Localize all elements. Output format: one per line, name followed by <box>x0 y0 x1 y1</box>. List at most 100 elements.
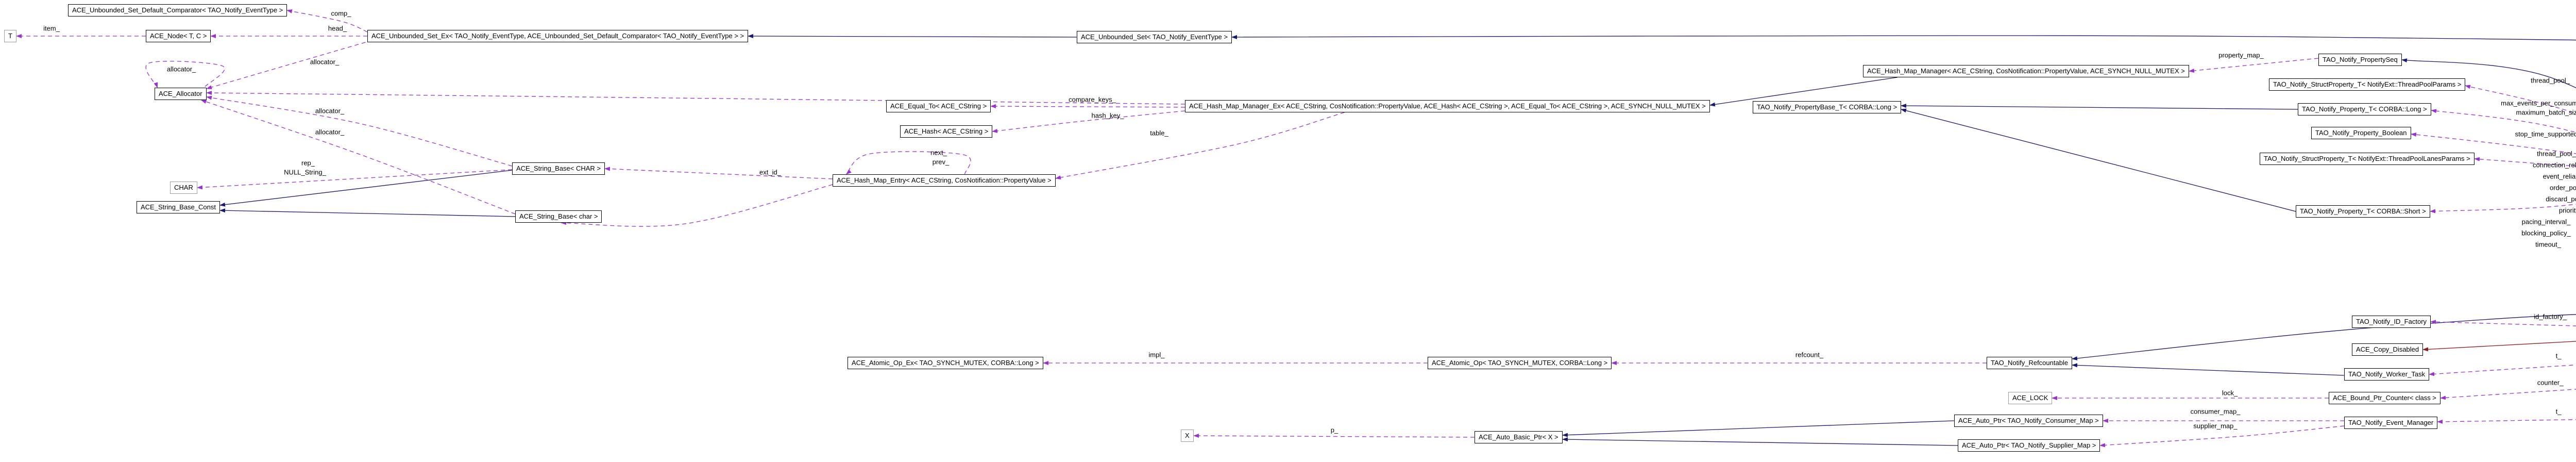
class-node-allocator[interactable]: ACE_Allocator <box>155 88 207 100</box>
edge-label: max_events_per_consumer_ <box>2501 99 2576 107</box>
edge-label: id_factory_ <box>2534 312 2567 321</box>
edge-label: discard_policy_ <box>2546 195 2576 203</box>
edge <box>219 170 513 207</box>
class-node-prop_short[interactable]: TAO_Notify_Property_T< CORBA::Short > <box>2296 205 2430 218</box>
edge <box>561 184 833 227</box>
class-node-sprop_tplp[interactable]: TAO_Notify_StructProperty_T< NotifyExt::… <box>2260 153 2475 165</box>
edge-label: property_map_ <box>2218 51 2264 59</box>
edge-label: order_policy_ <box>2549 184 2576 192</box>
edge <box>1562 437 1958 446</box>
class-node-auto_basic_ptr[interactable]: ACE_Auto_Basic_Ptr< X > <box>1475 431 1563 443</box>
edge-label: connection_reliability_ <box>2533 161 2576 169</box>
edge <box>2411 133 2576 154</box>
class-node-ace_lock[interactable]: ACE_LOCK <box>2008 392 2053 404</box>
class-node-hmm_ex[interactable]: ACE_Hash_Map_Manager_Ex< ACE_CString, Co… <box>1185 100 1710 112</box>
edge <box>2429 365 2576 376</box>
class-node-equal_to[interactable]: ACE_Equal_To< ACE_CString > <box>886 100 991 112</box>
class-node-hmm[interactable]: ACE_Hash_Map_Manager< ACE_CString, CosNo… <box>1863 65 2189 77</box>
class-node-hash[interactable]: ACE_Hash< ACE_CString > <box>900 125 993 138</box>
class-node-event_manager[interactable]: TAO_Notify_Event_Manager <box>2344 417 2438 429</box>
edge-label: maximum_batch_size_ <box>2516 108 2576 117</box>
class-node-T[interactable]: T <box>4 30 16 42</box>
class-node-sprop_tpp[interactable]: TAO_Notify_StructProperty_T< NotifyExt::… <box>2269 78 2466 91</box>
edge <box>1055 112 1345 180</box>
edge <box>206 42 366 90</box>
edge <box>2422 341 2576 352</box>
edge-label: consumer_map_ <box>2190 407 2241 416</box>
edge <box>197 169 513 190</box>
edge <box>2072 363 2345 376</box>
edge-label: allocator_ <box>315 107 345 115</box>
class-node-copy_disabled[interactable]: ACE_Copy_Disabled <box>2352 343 2424 356</box>
class-node-hm_entry[interactable]: ACE_Hash_Map_Entry< ACE_CString, CosNoti… <box>833 174 1056 187</box>
class-node-comparator[interactable]: ACE_Unbounded_Set_Default_Comparator< TA… <box>68 4 287 16</box>
class-node-atomic_op[interactable]: ACE_Atomic_Op< TAO_SYNCH_MUTEX, CORBA::L… <box>1428 357 1612 369</box>
class-node-refcountable[interactable]: TAO_Notify_Refcountable <box>1987 357 2073 369</box>
edge <box>1231 35 2576 41</box>
edge-label: pacing_interval_ <box>2521 218 2571 226</box>
edge <box>748 34 1077 39</box>
edge <box>1562 420 1955 437</box>
edge <box>604 167 833 179</box>
edge <box>286 9 368 32</box>
edge <box>2437 419 2576 424</box>
class-node-auto_ptr_consumer[interactable]: ACE_Auto_Ptr< TAO_Notify_Consumer_Map > <box>1954 415 2103 427</box>
class-node-counter[interactable]: ACE_Bound_Ptr_Counter< class > <box>2329 392 2441 404</box>
edge <box>845 151 971 175</box>
edge <box>992 110 1185 133</box>
class-node-prop_long[interactable]: TAO_Notify_Property_T< CORBA::Long > <box>2298 103 2431 116</box>
edge-label: compare_keys_ <box>1069 95 1116 104</box>
edge-label: allocator_ <box>310 58 340 66</box>
edge-label: refcount_ <box>1795 351 1824 359</box>
edge <box>2431 109 2576 133</box>
edge <box>990 104 1185 109</box>
edge <box>206 91 1185 105</box>
edge-label: table_ <box>1150 129 1168 137</box>
class-node-prop_bool[interactable]: TAO_Notify_Property_Boolean <box>2311 127 2411 139</box>
edge <box>206 95 513 167</box>
edge <box>2440 389 2576 400</box>
edge <box>2189 58 2319 73</box>
class-node-pbase_long[interactable]: TAO_Notify_PropertyBase_T< CORBA::Long > <box>1753 101 1902 113</box>
edge-label: comp_ <box>331 9 351 18</box>
edge-label: event_reliability_ <box>2543 172 2576 180</box>
edge-label: priority_ <box>2558 206 2576 214</box>
edge-label: blocking_policy_ <box>2521 229 2571 237</box>
edge <box>2072 314 2576 360</box>
edge <box>1193 434 1475 438</box>
edge <box>1709 77 1897 107</box>
class-node-uset_ex[interactable]: ACE_Unbounded_Set_Ex< TAO_Notify_EventTy… <box>367 30 749 42</box>
edge-label: NULL_String_ <box>284 168 326 176</box>
class-node-id_factory[interactable]: TAO_Notify_ID_Factory <box>2352 316 2431 328</box>
class-node-CHAR[interactable]: CHAR <box>170 182 197 194</box>
edge <box>1901 108 2296 212</box>
edge-label: ext_id_ <box>759 168 781 176</box>
class-node-worker_task[interactable]: TAO_Notify_Worker_Task <box>2344 368 2430 381</box>
edge-label: thread_pool_ <box>2531 76 2570 85</box>
edge-label: hash_key_ <box>1091 111 1124 120</box>
class-node-pseq[interactable]: TAO_Notify_PropertySeq <box>2318 54 2402 66</box>
edge <box>2430 320 2576 326</box>
edge-label: supplier_map_ <box>2193 422 2238 430</box>
edge <box>2430 204 2576 213</box>
edge-label: head_ <box>328 24 347 32</box>
class-node-sb_const[interactable]: ACE_String_Base_Const <box>137 201 220 213</box>
class-node-node[interactable]: ACE_Node< T, C > <box>146 30 211 42</box>
class-node-atomic_op_ex[interactable]: ACE_Atomic_Op_Ex< TAO_SYNCH_MUTEX, CORBA… <box>848 357 1043 369</box>
edge <box>2099 425 2345 448</box>
edge <box>219 208 516 217</box>
class-node-uset[interactable]: ACE_Unbounded_Set< TAO_Notify_EventType … <box>1077 31 1232 43</box>
edge-label: counter_ <box>2537 378 2564 387</box>
edge-label: next_ <box>930 148 947 157</box>
edge <box>2465 85 2576 114</box>
edge-label: allocator_ <box>315 128 345 136</box>
edge-label: thread_pool_lane_ <box>2537 150 2576 158</box>
edge-label: stop_time_supported_ <box>2515 130 2576 138</box>
class-node-sb_CHAR[interactable]: ACE_String_Base< CHAR > <box>512 162 605 175</box>
class-node-x_box[interactable]: X <box>1181 430 1194 442</box>
class-node-sb_char[interactable]: ACE_String_Base< char > <box>515 210 602 223</box>
class-node-auto_ptr_supplier[interactable]: ACE_Auto_Ptr< TAO_Notify_Supplier_Map > <box>1958 439 2100 452</box>
edge <box>145 61 225 88</box>
